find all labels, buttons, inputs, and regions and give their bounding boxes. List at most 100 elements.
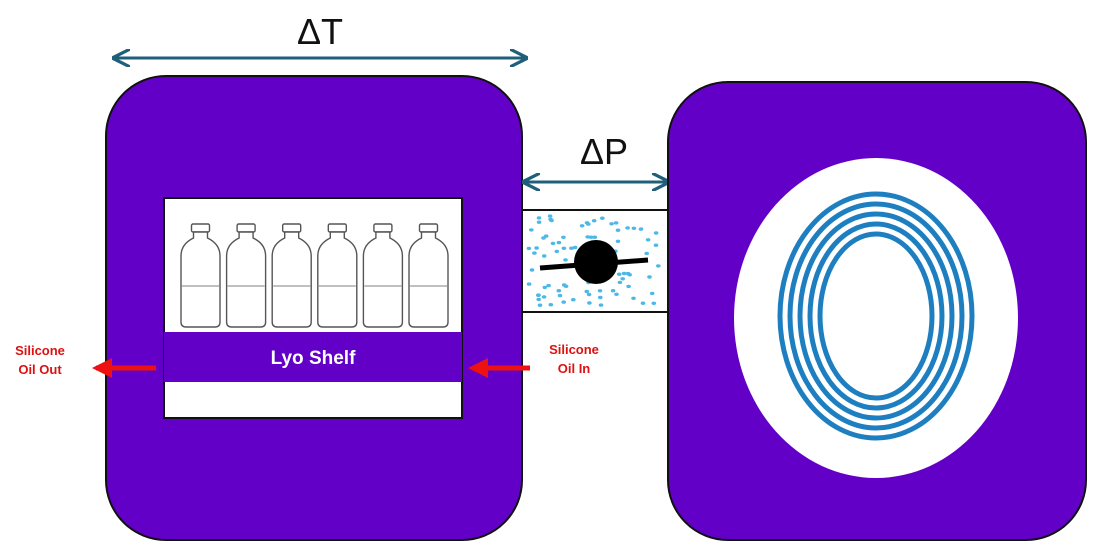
delta-p-dimension: ΔP — [524, 131, 668, 182]
vial-icon — [225, 223, 267, 328]
ice-particle — [620, 277, 625, 281]
ice-particle — [638, 227, 644, 231]
ice-particle — [548, 217, 553, 222]
ice-particle — [617, 280, 623, 285]
ice-particle — [537, 303, 543, 307]
ice-particle — [598, 303, 604, 307]
oil-out-label-line1: Silicone — [15, 343, 65, 358]
ice-particle — [572, 245, 578, 250]
ice-particle — [532, 251, 537, 255]
ice-particle — [561, 283, 567, 287]
ice-particle — [563, 258, 568, 262]
delta-t-label: ΔT — [297, 11, 343, 52]
coil-ring — [797, 211, 955, 421]
ice-particle — [554, 249, 560, 254]
ice-particle — [592, 235, 598, 239]
oil-in-label-line2: Oil In — [558, 361, 591, 376]
ice-particle — [645, 238, 651, 242]
vial-icon — [271, 223, 312, 328]
ice-particle — [598, 295, 603, 300]
ice-particle — [625, 271, 631, 276]
delta-t-dimension: ΔT — [114, 11, 526, 58]
ice-particle — [536, 297, 541, 302]
oil-in: Silicone Oil In — [468, 342, 599, 378]
ice-particle — [631, 226, 637, 230]
oil-out: Silicone Oil Out — [15, 343, 156, 378]
ice-particle — [585, 235, 590, 239]
ice-particle — [610, 289, 616, 293]
ice-particle — [584, 289, 590, 294]
coil-ring — [817, 231, 935, 401]
ice-particle — [609, 222, 614, 226]
ice-particle — [653, 231, 659, 235]
ice-particle — [547, 214, 553, 218]
ice-particle — [647, 275, 652, 279]
ice-particle — [615, 228, 621, 232]
ice-particle — [600, 216, 605, 220]
ice-particle — [526, 246, 532, 251]
ice-particle — [579, 224, 585, 228]
ice-particle — [556, 240, 562, 245]
ice-particle — [626, 284, 631, 289]
ice-particle — [591, 219, 597, 223]
ice-particle — [640, 301, 646, 305]
ice-particle — [536, 293, 541, 297]
oil-out-label-line2: Oil Out — [18, 362, 62, 377]
ice-particle — [529, 268, 535, 272]
ice-particle — [649, 291, 655, 296]
oil-in-label-line1: Silicone — [549, 342, 599, 357]
lyo-shelf — [164, 332, 462, 382]
ice-particle — [550, 241, 556, 246]
butterfly-valve-icon — [539, 240, 649, 284]
ice-particle — [526, 282, 532, 286]
condenser-coil-icon — [777, 191, 975, 441]
ice-particle — [534, 246, 539, 250]
ice-particle — [615, 239, 621, 243]
vapor-duct — [521, 209, 669, 313]
ice-particle — [653, 243, 659, 247]
ice-particle — [597, 289, 603, 293]
ice-particle — [621, 271, 627, 276]
ice-particle — [625, 226, 630, 230]
drying-chamber: Lyo Shelf — [105, 75, 523, 541]
ice-particle — [584, 221, 590, 225]
ice-particle — [557, 293, 563, 298]
ice-particle — [588, 235, 594, 239]
ice-particle — [548, 303, 554, 307]
ice-particle — [561, 300, 566, 304]
vial-icon — [408, 223, 449, 328]
ice-particle — [644, 251, 649, 256]
ice-particle — [542, 285, 548, 290]
ice-particle — [631, 296, 636, 300]
ice-particle — [616, 272, 622, 276]
ice-particle — [541, 295, 547, 299]
ice-particle — [536, 220, 542, 224]
ice-particle — [613, 221, 619, 225]
coil-ring — [777, 191, 975, 441]
coil-ring — [807, 221, 945, 411]
ice-particle — [569, 246, 574, 250]
ice-particle — [546, 283, 551, 288]
ice-particle — [556, 289, 562, 293]
ice-particle — [614, 292, 619, 296]
ice-particle — [529, 228, 534, 232]
lyo-shelf-label: Lyo Shelf — [271, 348, 356, 369]
ice-particle — [651, 301, 657, 305]
ice-particle — [541, 254, 547, 258]
ice-particle — [561, 235, 566, 239]
coil-ring — [787, 201, 965, 431]
vial-row — [180, 223, 449, 328]
vial-icon — [317, 223, 358, 328]
ice-particle — [571, 298, 576, 302]
vial-icon — [362, 223, 404, 328]
ice-particle — [587, 301, 592, 305]
ice-particle — [656, 264, 661, 268]
ice-particle — [543, 234, 549, 238]
ice-particle — [536, 216, 542, 220]
ice-particle — [561, 246, 567, 250]
ice-particle — [586, 292, 592, 297]
delta-p-label: ΔP — [580, 131, 628, 172]
condenser — [667, 81, 1087, 541]
vial-icon — [180, 223, 221, 328]
